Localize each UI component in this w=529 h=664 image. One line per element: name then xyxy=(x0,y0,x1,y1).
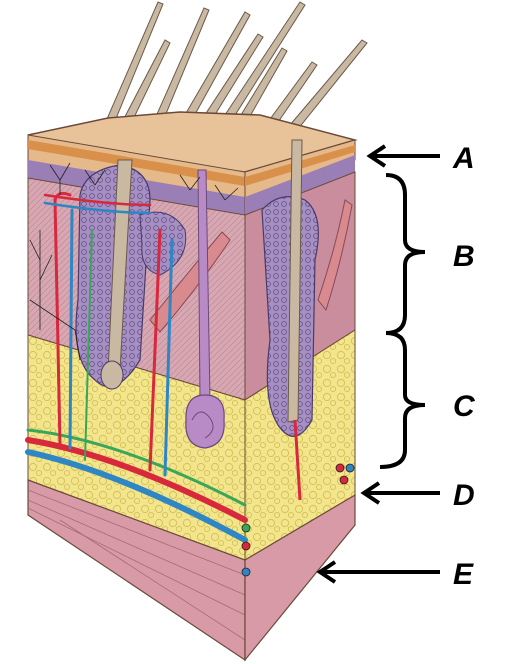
curly-brace-icon xyxy=(385,173,426,335)
blood-vessels xyxy=(25,191,248,543)
label-a: A xyxy=(453,142,475,175)
pointer-arrows xyxy=(316,144,440,584)
arrow-left-icon xyxy=(360,481,440,505)
fascia-lines-front xyxy=(27,489,246,641)
hair-follicle-side xyxy=(261,139,353,501)
arrow-left-icon xyxy=(316,560,440,584)
label-b: B xyxy=(453,240,475,273)
arrow-left-icon xyxy=(366,144,440,168)
sweat-gland xyxy=(185,169,225,449)
label-e: E xyxy=(453,558,474,591)
label-c: C xyxy=(453,390,475,423)
sebaceous-gland xyxy=(139,211,187,276)
hair-shafts xyxy=(99,1,368,139)
fascia-side xyxy=(244,493,356,662)
curly-brace-icon xyxy=(379,331,426,469)
vessel-cross-sections xyxy=(241,463,355,577)
epidermis-band-front xyxy=(28,140,245,186)
hair-follicle-front xyxy=(75,159,151,390)
label-d: D xyxy=(453,479,475,512)
nerve-fibers xyxy=(29,162,239,361)
